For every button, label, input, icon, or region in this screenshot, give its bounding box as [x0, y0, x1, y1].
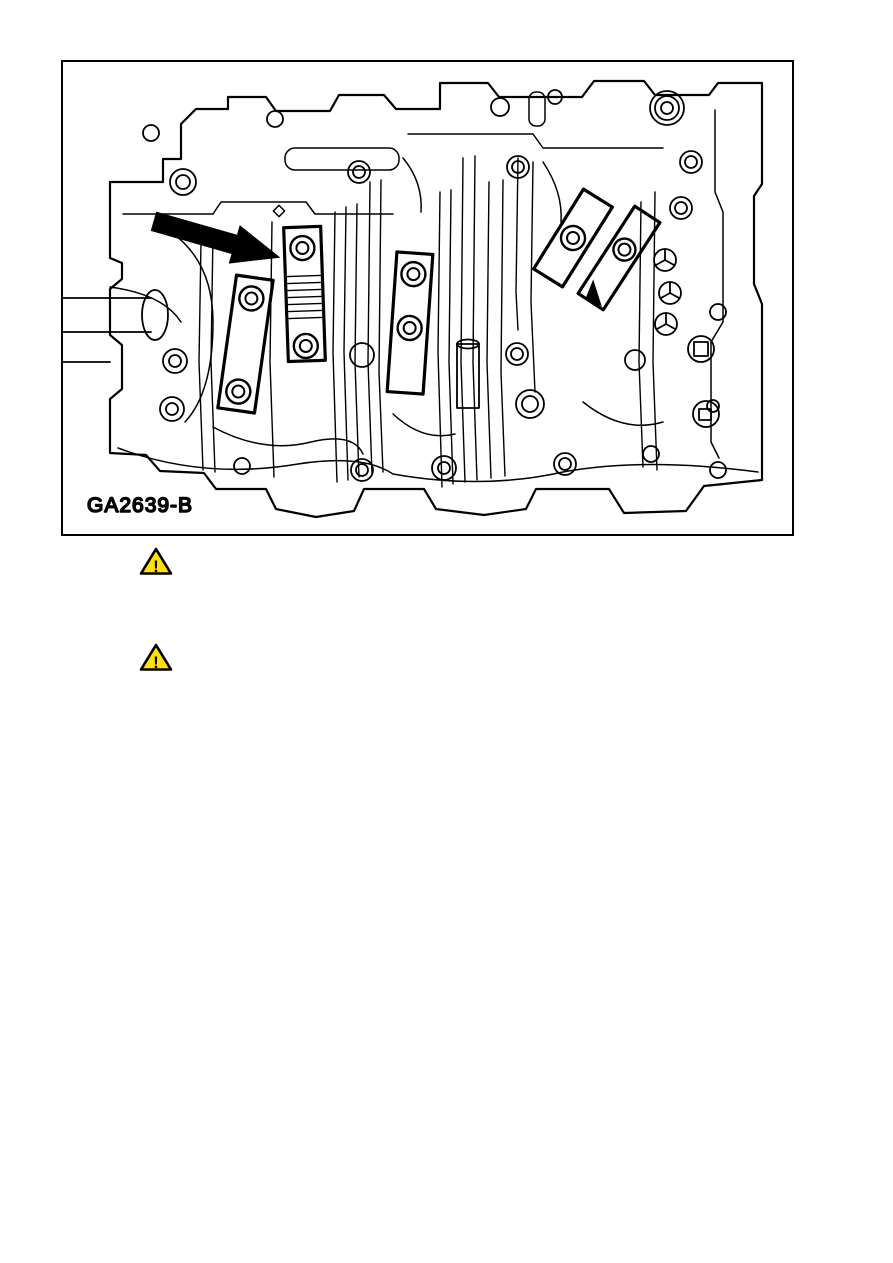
engine-block-line-art: GA2639-B: [63, 79, 764, 519]
warning-exclamation-glyph: !: [153, 653, 159, 672]
warning-triangle-shape: [139, 547, 173, 575]
callout-arrow-icon: [150, 211, 281, 264]
warning-triangle-shape: [139, 643, 173, 671]
block-inner-contours: [109, 91, 759, 483]
oil-pump-studs: [456, 338, 480, 409]
warning-exclamation-glyph: !: [153, 557, 159, 576]
perimeter-bolts: [142, 89, 727, 482]
warning-triangle-icon: !: [139, 547, 173, 576]
bulkhead-ribs: [198, 155, 658, 488]
crankshaft-snout: [63, 289, 169, 363]
block-outline: [108, 79, 764, 519]
warning-triangle-icon: !: [139, 643, 173, 672]
engine-figure: GA2639-B: [61, 60, 794, 536]
bearing-caps: [216, 187, 662, 415]
figure-label: GA2639-B: [87, 494, 193, 517]
